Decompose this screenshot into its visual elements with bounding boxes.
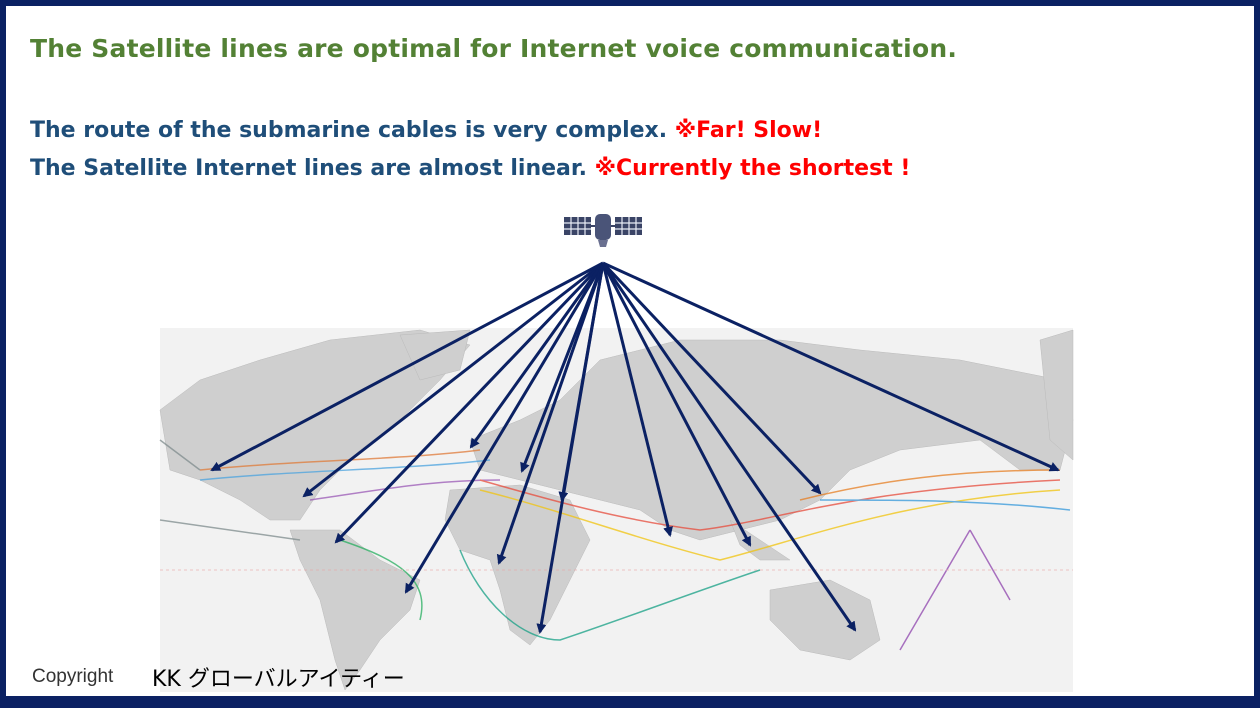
arrow-middle-east: [558, 262, 605, 502]
arrow-australia: [601, 262, 857, 632]
submarine-cables: [159, 439, 1073, 651]
company-name: KK グローバルアイティー: [152, 667, 405, 692]
slide-title: The Satellite lines are optimal for Inte…: [30, 34, 958, 63]
arrow-southeast-asia: [601, 262, 752, 547]
cable-text: The route of the submarine cables is ver…: [30, 118, 675, 143]
satellite-statement: The Satellite Internet lines are almost …: [30, 156, 910, 181]
world-cable-map: [159, 214, 1074, 692]
cable-statement: The route of the submarine cables is ver…: [30, 118, 822, 143]
arrow-north-america-east: [302, 261, 604, 498]
arrow-india: [601, 262, 673, 537]
arrow-europe-west: [469, 262, 605, 449]
satellite-text: The Satellite Internet lines are almost …: [30, 156, 595, 181]
slide: The Satellite lines are optimal for Inte…: [6, 6, 1254, 696]
arrow-central-america: [334, 261, 605, 544]
satellite-arrows: [210, 261, 1060, 634]
arrow-west-africa: [496, 262, 605, 565]
arrow-east-asia: [601, 261, 822, 495]
satellite-highlight: ※Currently the shortest !: [594, 156, 911, 181]
copyright-label: Copyright: [32, 666, 114, 687]
arrow-south-america: [404, 262, 605, 594]
satellite-icon: [564, 214, 642, 247]
arrow-north-america-west: [210, 261, 604, 472]
arrow-americas-pacific: [602, 261, 1060, 472]
cable-highlight: ※Far! Slow!: [674, 118, 823, 143]
